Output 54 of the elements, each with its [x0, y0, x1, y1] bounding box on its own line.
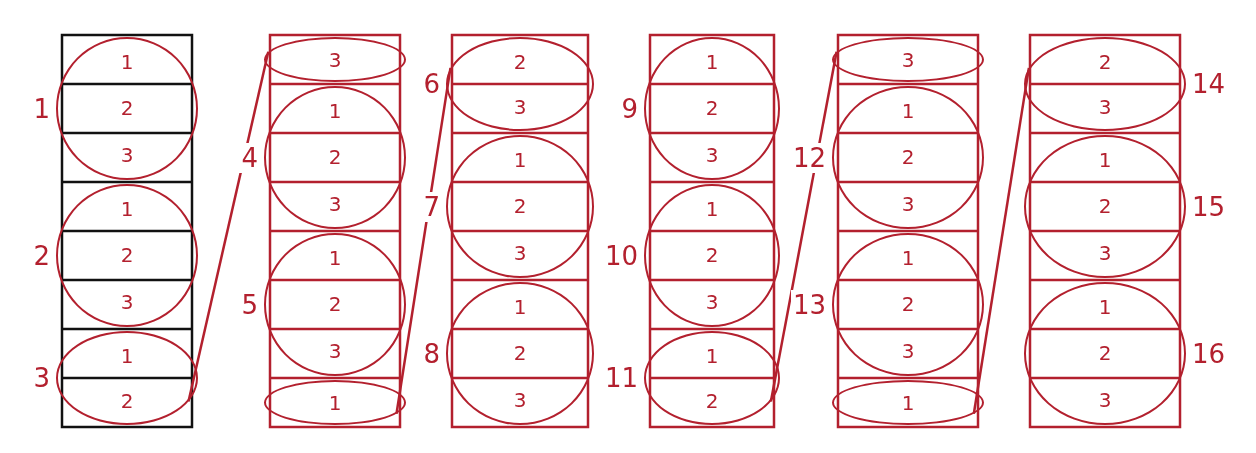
cell-number: 3	[901, 48, 915, 71]
cell-number: 2	[901, 293, 915, 316]
connector-line	[395, 67, 452, 414]
cell-number: 2	[1098, 195, 1112, 218]
cell-number: 2	[328, 293, 342, 316]
cell-number: 2	[328, 146, 342, 169]
cell-number: 1	[120, 198, 134, 221]
cell-number: 1	[328, 391, 342, 414]
cell-number: 3	[901, 339, 915, 362]
cell-number: 1	[513, 296, 527, 319]
cell-number: 3	[705, 290, 719, 313]
cell-number: 2	[513, 195, 527, 218]
cell-number: 3	[120, 143, 134, 166]
cell-number: 1	[120, 51, 134, 74]
cell-number: 2	[705, 244, 719, 267]
cell-number: 1	[705, 51, 719, 74]
cell-number: 1	[705, 198, 719, 221]
cell-number: 2	[120, 97, 134, 120]
cell-number: 1	[513, 149, 527, 172]
cell-number: 2	[705, 97, 719, 120]
cell-number: 2	[513, 342, 527, 365]
cell-number: 2	[120, 244, 134, 267]
cell-number: 3	[513, 95, 527, 118]
cell-number: 3	[328, 339, 342, 362]
cell-number: 2	[513, 50, 527, 73]
cell-number: 1	[328, 247, 342, 270]
cell-number: 3	[1098, 388, 1112, 411]
cell-number: 3	[1098, 241, 1112, 264]
cell-number: 1	[705, 344, 719, 367]
cell-number: 1	[1098, 296, 1112, 319]
cell-number: 3	[513, 241, 527, 264]
group-ellipse	[832, 37, 984, 82]
group-ellipse	[264, 37, 406, 82]
cell-number: 1	[901, 100, 915, 123]
group-ellipse	[264, 380, 406, 425]
cell-number: 2	[1098, 342, 1112, 365]
cell-number: 3	[120, 290, 134, 313]
cell-number: 1	[901, 391, 915, 414]
cell-number: 3	[328, 192, 342, 215]
cell-number: 3	[901, 192, 915, 215]
cell-number: 2	[120, 389, 134, 412]
cell-number: 1	[1098, 149, 1112, 172]
cell-number: 2	[1098, 50, 1112, 73]
cell-number: 3	[513, 388, 527, 411]
cell-number: 3	[328, 48, 342, 71]
group-number: 4	[239, 142, 260, 173]
cell-number: 1	[120, 344, 134, 367]
cell-number: 1	[901, 247, 915, 270]
group-ellipse	[832, 380, 984, 425]
cell-number: 2	[901, 146, 915, 169]
cell-number: 2	[705, 389, 719, 412]
cell-number: 1	[328, 100, 342, 123]
cell-number: 3	[705, 143, 719, 166]
cell-number: 3	[1098, 95, 1112, 118]
